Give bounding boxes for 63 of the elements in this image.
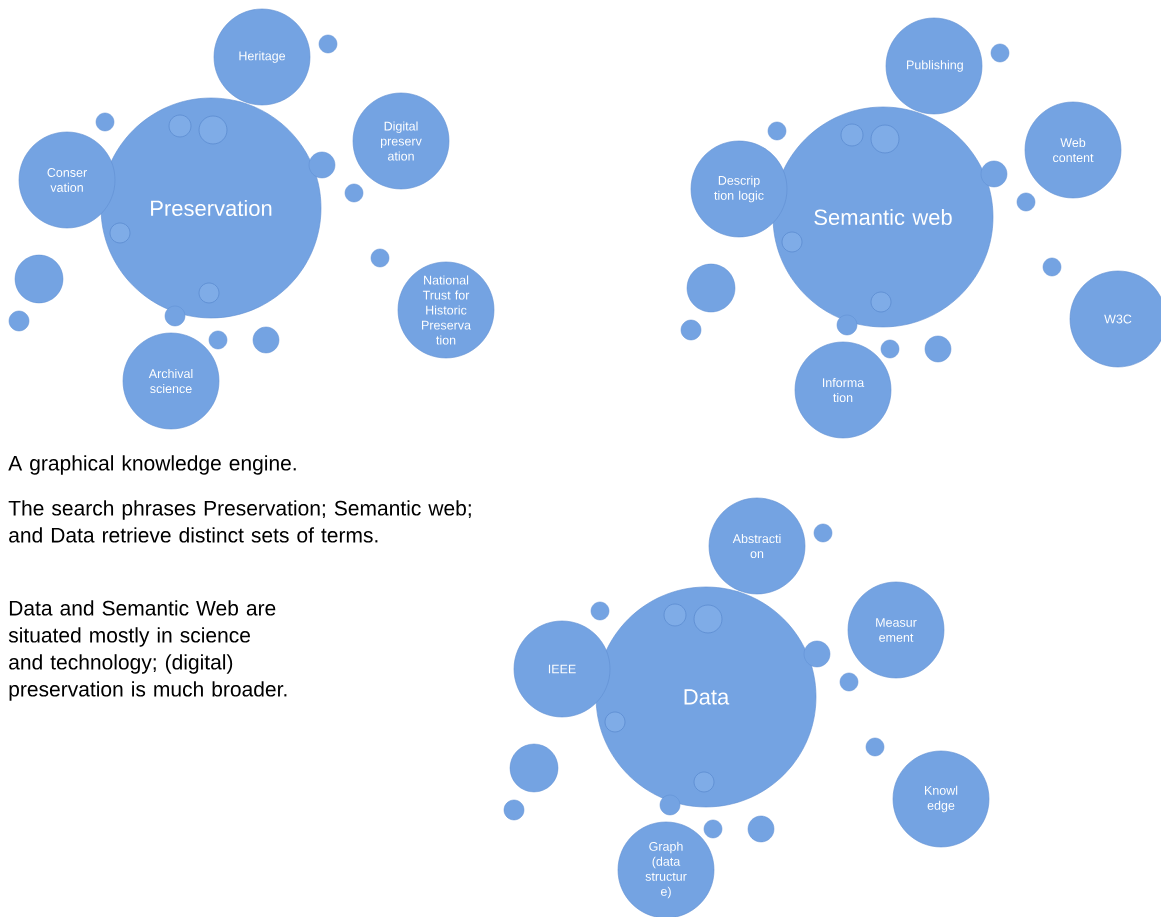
bubble bbox=[663, 603, 687, 627]
bubble bbox=[803, 640, 831, 668]
bubble bbox=[168, 114, 192, 138]
bubble bbox=[590, 601, 610, 621]
bubble bbox=[747, 815, 775, 843]
bubble bbox=[703, 819, 723, 839]
term-bubble: IEEE bbox=[513, 620, 611, 718]
term-bubble: Informa tion bbox=[794, 341, 892, 439]
term-bubble: Measur ement bbox=[847, 581, 945, 679]
topic-bubble: Data bbox=[595, 586, 817, 808]
bubble bbox=[865, 737, 885, 757]
note-text: Data and Semantic Web are situated mostly in science and technology; (digital) preservation is much broader. bbox=[8, 600, 287, 701]
bubble bbox=[686, 263, 736, 313]
bubble bbox=[839, 672, 859, 692]
bubble bbox=[370, 248, 390, 268]
bubble bbox=[693, 771, 715, 793]
bubble bbox=[109, 222, 131, 244]
bubble bbox=[604, 711, 626, 733]
term-bubble: Web content bbox=[1024, 101, 1122, 199]
topic-bubble: Semantic web bbox=[772, 106, 994, 328]
term-bubble: Digital preserv ation bbox=[352, 92, 450, 190]
bubble bbox=[781, 231, 803, 253]
bubble bbox=[990, 43, 1010, 63]
bubble bbox=[198, 115, 228, 145]
bubble bbox=[767, 121, 787, 141]
term-bubble: Heritage bbox=[213, 8, 311, 106]
bubble bbox=[836, 314, 858, 336]
bubble bbox=[308, 151, 336, 179]
term-bubble: Knowl edge bbox=[892, 750, 990, 848]
term-bubble: Descrip tion logic bbox=[690, 140, 788, 238]
topic-bubble: Preservation bbox=[100, 97, 322, 319]
bubble bbox=[509, 743, 559, 793]
bubble bbox=[14, 254, 64, 304]
bubble bbox=[924, 335, 952, 363]
bubble bbox=[95, 112, 115, 132]
term-bubble: Conser vation bbox=[18, 131, 116, 229]
bubble bbox=[659, 794, 681, 816]
bubble bbox=[164, 305, 186, 327]
bubble bbox=[208, 330, 228, 350]
term-bubble: Publishing bbox=[885, 17, 983, 115]
bubble bbox=[840, 123, 864, 147]
bubble bbox=[813, 523, 833, 543]
note-text: The search phrases Preservation; Semantic web; and Data retrieve distinct sets of terms. bbox=[8, 500, 471, 543]
term-bubble: National Trust for Historic Preserva tion bbox=[397, 261, 495, 359]
bubble bbox=[1016, 192, 1036, 212]
bubble bbox=[252, 326, 280, 354]
bubble bbox=[870, 291, 892, 313]
bubble bbox=[8, 310, 30, 332]
bubble bbox=[503, 799, 525, 821]
bubble bbox=[980, 160, 1008, 188]
bubble bbox=[693, 604, 723, 634]
note-text: A graphical knowledge engine. bbox=[8, 455, 296, 475]
bubble bbox=[318, 34, 338, 54]
term-bubble: Archival science bbox=[122, 332, 220, 430]
bubble bbox=[198, 282, 220, 304]
term-bubble: Abstracti on bbox=[708, 497, 806, 595]
bubble bbox=[680, 319, 702, 341]
bubble bbox=[880, 339, 900, 359]
term-bubble: Graph (data structur e) bbox=[617, 821, 715, 917]
bubble bbox=[1042, 257, 1062, 277]
bubble bbox=[870, 124, 900, 154]
term-bubble: W3C bbox=[1069, 270, 1161, 368]
bubble bbox=[344, 183, 364, 203]
